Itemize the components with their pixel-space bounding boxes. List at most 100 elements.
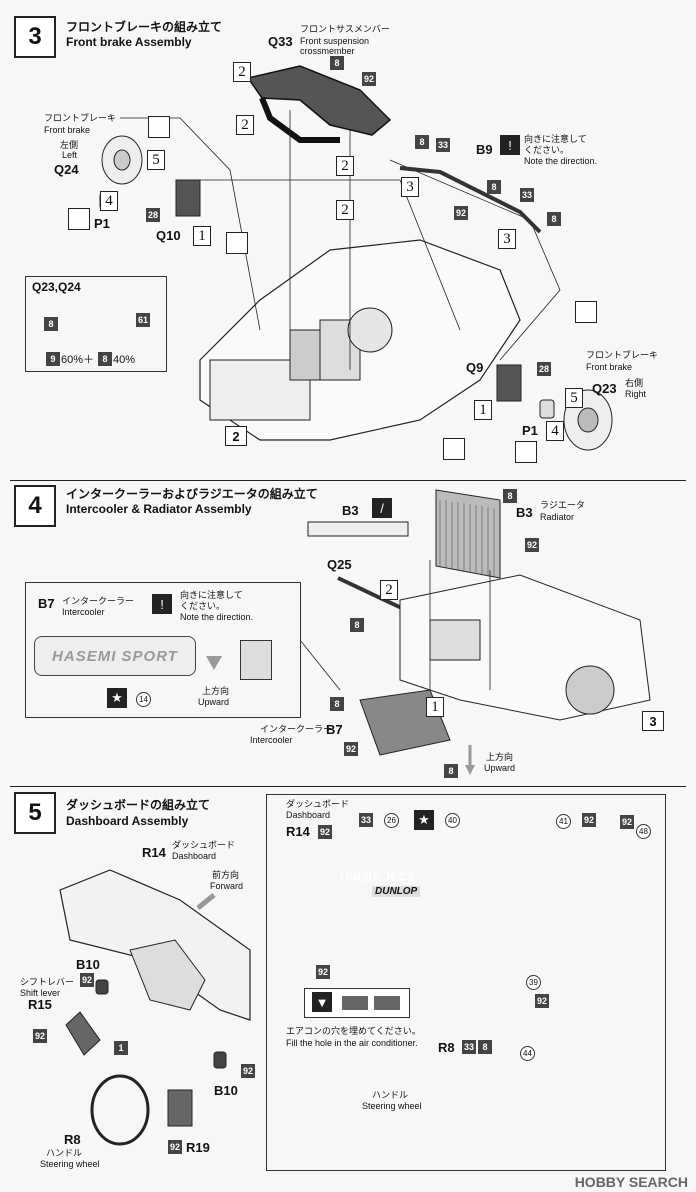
callout-1-c: 1 (426, 697, 444, 717)
callout-2-c: 2 (336, 156, 354, 176)
r8-code-left: R8 (64, 1132, 81, 1147)
upward2-jp: 上方向 (486, 752, 514, 762)
q25-part-8: 8 (350, 618, 364, 632)
mix-a-pct: 60%＋ (61, 354, 95, 366)
no-glue-icon-c (226, 232, 248, 254)
panel-part-8: 8 (478, 1040, 492, 1054)
panel-part-33: 33 (359, 813, 373, 827)
step-3-title-jp: フロントブレーキの組み立て (66, 20, 223, 34)
b10-part-92-b: 92 (241, 1064, 255, 1078)
panel-wheel-jp: ハンドル (372, 1090, 409, 1100)
right-brake-en: Front brake (586, 362, 633, 372)
panel-decal-41: 41 (556, 814, 571, 829)
aircon-vent-a (342, 996, 368, 1010)
forward-en: Forward (210, 881, 244, 891)
no-glue-icon-a (148, 116, 170, 138)
callout-2-b: 2 (236, 115, 254, 135)
step-5-number: 5 (14, 792, 56, 834)
radiator-code: B3 (516, 505, 533, 520)
detail-part-61: 61 (136, 313, 150, 327)
callout-5-b: 5 (565, 388, 583, 408)
b3-direction-icon: / (372, 498, 392, 518)
right-side-jp: 右側 (625, 378, 644, 388)
panel-part-92-b: 92 (582, 813, 596, 827)
part-92-a: 92 (362, 72, 376, 86)
r15-part-92: 92 (33, 1029, 47, 1043)
step-4-title-en: Intercooler & Radiator Assembly (66, 502, 252, 516)
right-side-en: Right (625, 389, 647, 399)
b7-en: Intercooler (250, 735, 293, 745)
p1-code-b: P1 (522, 423, 538, 438)
q9-code: Q9 (466, 360, 484, 375)
decal-14: 14 (136, 692, 151, 707)
b7-part-92: 92 (344, 742, 358, 756)
upward-jp: 上方向 (202, 686, 230, 696)
callout-2-d: 2 (336, 200, 354, 220)
panel-part-92-c: 92 (620, 815, 634, 829)
b10-part-92: 92 (80, 973, 94, 987)
b10-code-a: B10 (76, 957, 100, 972)
q10-code: Q10 (156, 228, 181, 243)
panel-decal-26: 26 (384, 813, 399, 828)
left-side-en: Left (62, 150, 78, 160)
q33-label-jp: フロントサスメンバー (300, 24, 390, 34)
step-3-number: 3 (14, 16, 56, 58)
step-4-title-jp: インタークーラーおよびラジエータの組み立て (66, 487, 318, 501)
panel-star-icon: ★ (414, 810, 434, 830)
no-glue-icon-d (575, 301, 597, 323)
step-5-title-jp: ダッシュボードの組み立て (66, 798, 211, 812)
part-28-b: 28 (537, 362, 551, 376)
p1-code: P1 (94, 216, 110, 231)
part-8-b: 8 (415, 135, 429, 149)
mix-a-num: 9 (46, 352, 60, 366)
b7-part-8-a: 8 (330, 697, 344, 711)
dunlop-decal: DUNLOP (372, 886, 421, 897)
panel-part-33-b: 33 (462, 1040, 476, 1054)
shift-en: Shift lever (20, 988, 61, 998)
shift-jp: シフトレバー (20, 977, 75, 987)
part-8-d: 8 (547, 212, 561, 226)
mix-b-num: 8 (98, 352, 112, 366)
b9-note-jp1: 向きに注意して (524, 134, 587, 144)
panel-r8-code: R8 (438, 1040, 455, 1055)
b9-code: B9 (476, 142, 493, 157)
part-92-b: 92 (454, 206, 468, 220)
part-8-a: 8 (330, 56, 344, 70)
r15-part-1: 1 (114, 1041, 128, 1055)
intercooler-inlet-detail (240, 640, 272, 680)
b7-dir-jp2: ください。 (180, 601, 226, 611)
intercooler-decal-logo: HASEMI SPORT (52, 647, 178, 665)
callout-4-b: 4 (546, 421, 564, 441)
step-4-divider (10, 480, 686, 481)
right-brake-jp: フロントブレーキ (586, 350, 659, 360)
q33-label-en1: Front suspension (300, 36, 370, 46)
panel-decal-48: 48 (636, 824, 651, 839)
panel-part-92-d: 92 (316, 965, 330, 979)
b7-dir-jp1: 向きに注意して (180, 590, 243, 600)
b9-note-en: Note the direction. (524, 156, 598, 166)
callout-2-a: 2 (233, 62, 251, 82)
callout-4-a: 4 (100, 191, 118, 211)
radiator-part-8: 8 (503, 489, 517, 503)
upward-en: Upward (198, 697, 230, 707)
no-glue-icon-b (68, 208, 90, 230)
r8-en-left: Steering wheel (40, 1159, 100, 1169)
panel-dash-jp: ダッシュボード (286, 799, 350, 809)
radiator-part-92: 92 (525, 538, 539, 552)
panel-part-92-a: 92 (318, 825, 332, 839)
panel-decal-40: 40 (445, 813, 460, 828)
part-8-c: 8 (487, 180, 501, 194)
b7-dir-en: Note the direction. (180, 612, 254, 622)
step-4-number: 4 (14, 485, 56, 527)
radiator-jp: ラジエータ (540, 500, 585, 510)
b7-note-code: B7 (38, 596, 55, 611)
note-direction-icon-b: ! (152, 594, 172, 614)
step-4-ref-3: 3 (642, 711, 664, 731)
b9-note-jp2: ください。 (524, 145, 570, 155)
callout-1-b: 1 (474, 400, 492, 420)
panel-dash-en: Dashboard (286, 810, 331, 820)
r14-jp-left: ダッシュボード (172, 840, 236, 850)
r8-jp-left: ハンドル (46, 1148, 83, 1158)
callout-5-a: 5 (147, 150, 165, 170)
r14-code-left: R14 (142, 845, 166, 860)
